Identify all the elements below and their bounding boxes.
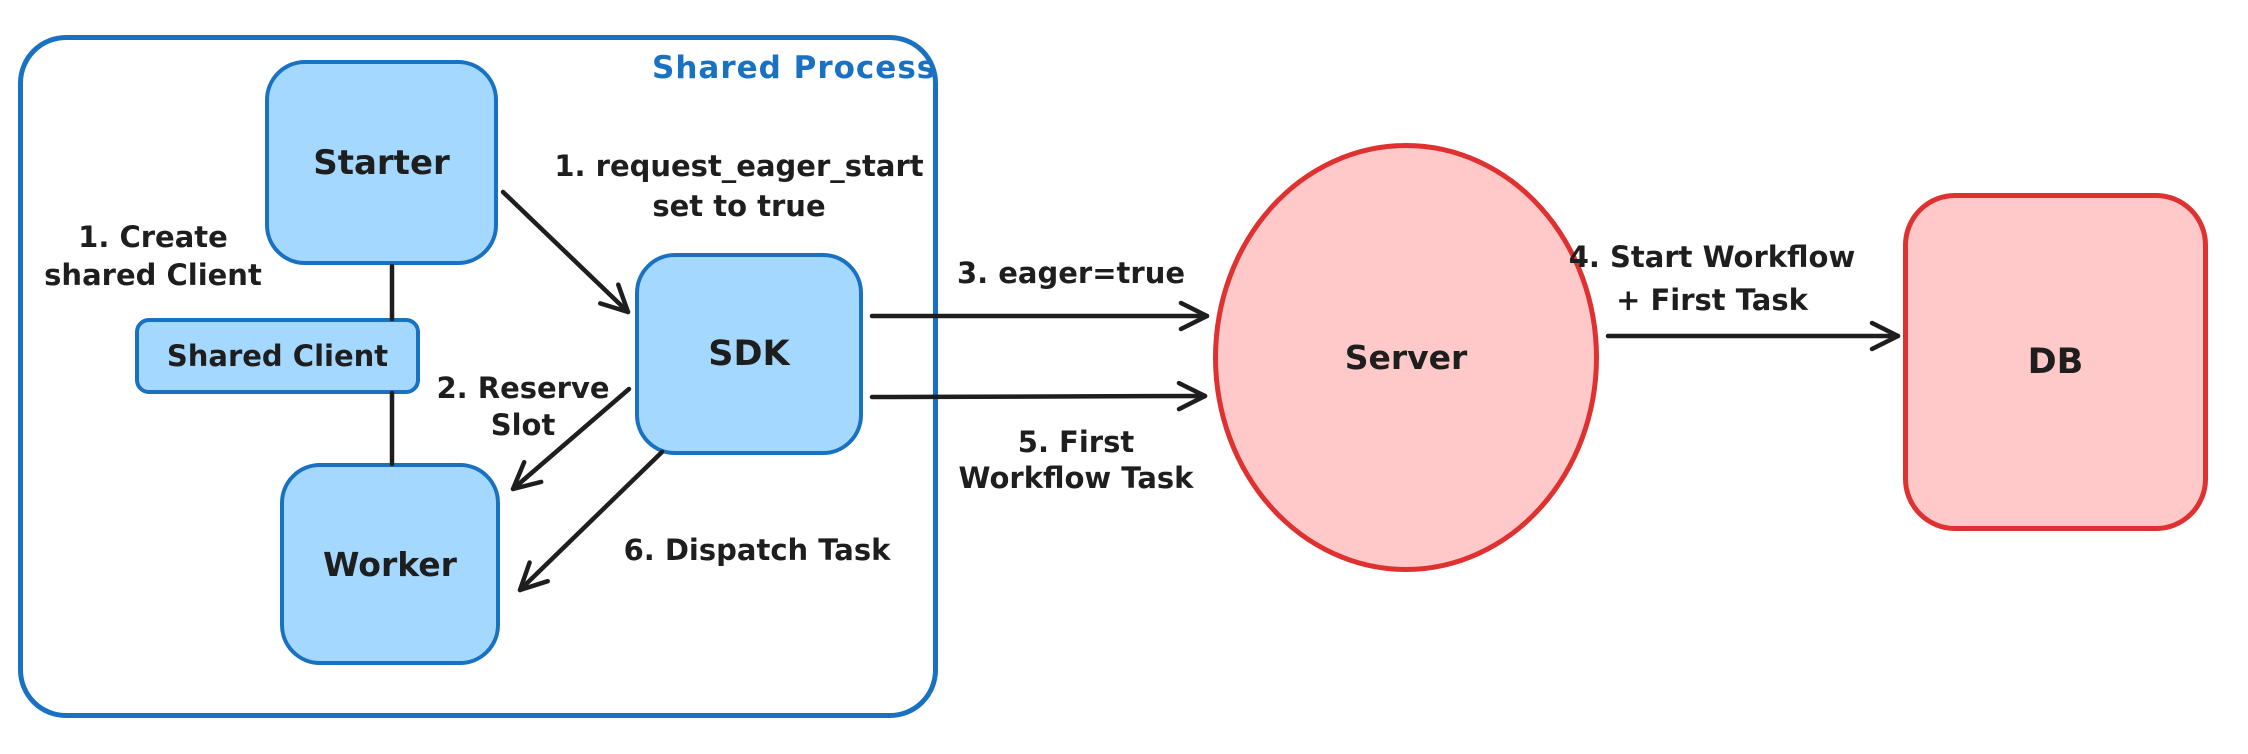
node-shared-client-label: Shared Client [166, 339, 389, 373]
annotation-request-eager-start: 1. request_eager_start set to true [554, 149, 924, 223]
node-starter-label: Starter [313, 142, 450, 183]
node-server-label: Server [1344, 338, 1468, 377]
node-db-label: DB [2027, 342, 2084, 382]
shared-process-container [18, 35, 938, 718]
node-sdk: SDK [635, 253, 863, 455]
node-db: DB [1903, 193, 2208, 531]
node-shared-client: Shared Client [135, 318, 420, 394]
node-server: Server [1213, 143, 1599, 572]
shared-process-label: Shared Process [652, 50, 937, 86]
node-worker-label: Worker [323, 544, 457, 584]
annotation-start-workflow: 4. Start Workflow + First Task [1568, 240, 1856, 317]
annotation-create-shared-client: 1. Create shared Client [44, 220, 262, 292]
annotation-dispatch-task: 6. Dispatch Task [623, 533, 891, 567]
node-worker: Worker [280, 463, 500, 665]
annotation-reserve-slot: 2. Reserve Slot [436, 371, 610, 442]
node-sdk-label: SDK [708, 334, 790, 374]
annotation-eager-true: 3. eager=true [956, 256, 1186, 290]
annotation-first-workflow-task: 5. First Workflow Task [958, 425, 1194, 495]
node-starter: Starter [265, 60, 498, 265]
